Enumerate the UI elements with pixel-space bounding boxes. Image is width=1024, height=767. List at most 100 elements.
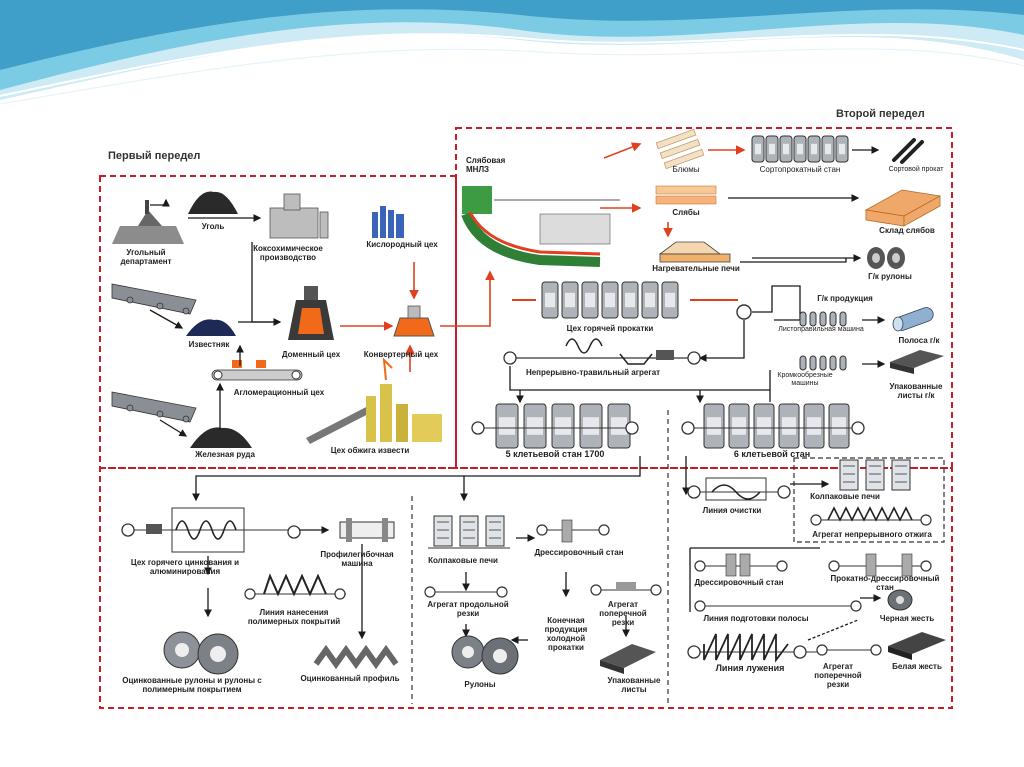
coils-icon [451,635,519,675]
label-edge-trim: Кромкообрезные машины [777,372,833,387]
roll-temper-icon [828,553,932,577]
bell-furnace [459,515,479,547]
mill-stand-window [797,143,803,155]
mill-stand-window [769,143,775,155]
label-tinning: Линия лужения [715,663,785,673]
header-waves [0,0,1024,105]
label-oxygen: Кислородный цех [366,240,438,249]
mill-stand-window [839,143,845,155]
label-bell1: Колпаковые печи [428,556,498,565]
label-temper1: Дрессировочный стан [534,548,624,557]
label-blast: Доменный цех [281,350,341,359]
mill-stand-window [707,417,721,435]
label-cont-anneal: Агрегат непрерывного отжига [812,530,932,539]
annealing-subframe [793,457,945,543]
label-cross-cut1: Агрегат поперечной резки [599,600,647,627]
label-section-product: Сортовой прокат [888,166,944,173]
limestone-pile-icon [186,319,236,336]
pickling-line-icon [503,338,701,365]
black-tin-icon [887,589,913,611]
mnlz-caster-icon [461,186,620,267]
cross-cut-1-icon [590,582,662,596]
leveling-machine-icon [799,311,847,327]
first-stage-title: Первый передел [108,150,201,162]
coal-pile-icon [188,191,238,214]
label-slitting: Агрегат продольной резки [427,600,509,618]
label-slabs: Слябы [672,208,700,217]
mill-stand-window [665,292,675,308]
mill-stand-window [645,292,655,308]
mill-stand [809,355,817,371]
mill-stand-window [625,292,635,308]
lime-kiln-icon [306,357,442,444]
bell-furnace [485,515,505,547]
label-hr-coils: Г/к рулоны [868,272,912,281]
mill-stand [829,311,837,327]
mill-stand [799,311,807,327]
section-frames [99,127,953,709]
mill-stand-window [583,417,599,435]
label-hot-rolling: Цех горячей прокатки [566,324,654,333]
section-product-icon [892,138,924,164]
label-galv: Цех горячего цинкования и алюминирования [130,558,240,576]
packed-hk-sheets-icon [890,350,944,374]
label-converter: Конвертерный цех [363,350,439,359]
label-strip-prep: Линия подготовки полосы [703,614,809,623]
bell-furnace [891,459,911,491]
second-stage-title: Второй передел [836,108,925,120]
mill5-icon [495,403,631,449]
label-galv-coils: Оцинкованные рулоны и рулоны с полимерны… [122,676,262,694]
bell-furnace-1-icon [433,515,505,547]
mill-stand [839,311,847,327]
bell-furnace [865,459,885,491]
galvanizing-line-icon [121,507,301,553]
mill-stand [799,355,807,371]
packed-sheets-icon [600,644,656,674]
mill-stand-window [565,292,575,308]
label-heat-furnace: Нагревательные печи [652,264,740,273]
section-mill-icon [751,135,849,163]
label-cleaning: Линия очистки [702,506,762,515]
label-polymer-line: Линия нанесения полимерных покрытий [247,608,341,626]
mill-stand [819,355,827,371]
agglomeration-icon [211,360,303,381]
railcar-ore-icon [111,391,197,423]
label-coal: Уголь [201,222,225,231]
label-final-cold: Конечная продукция холодной прокатки [544,616,588,652]
hr-coils-icon [867,247,905,269]
label-galv-profile: Оцинкованный профиль [300,674,400,683]
coke-plant-icon [269,193,329,239]
galvanized-coils-icon [163,631,239,675]
railcar-limestone-icon [111,283,197,315]
mill-stand-window [555,417,571,435]
mill-stand-window [545,292,555,308]
label-limestone: Известняк [188,340,230,349]
label-agglo: Агломерационный цех [233,388,325,397]
mill-stand-window [611,417,627,435]
mill-stand-window [499,417,515,435]
slabs-icon [655,185,717,205]
heating-furnace-icon [658,241,731,263]
label-pickling: Непрерывно-травильный агрегат [525,368,661,377]
label-mnlz: Слябовая МНЛЗ [466,156,506,174]
cross-cut-2-icon [816,644,882,656]
blast-furnace-icon [288,286,334,340]
temper-mill-1-icon [536,519,610,543]
mill-stand [809,311,817,327]
coiler-icon [736,304,752,320]
label-section-mill: Сортопрокатный стан [759,165,841,174]
mill-stand-window [585,292,595,308]
galvanized-profile-icon [313,644,399,670]
edge-trim-icon [799,355,847,371]
cleaning-line-icon [687,477,791,501]
label-white-tin: Белая жесть [892,662,942,671]
strip-prep-line-icon [694,600,862,612]
lower-frame [99,467,953,709]
polymer-line-icon [244,573,346,600]
mill-stand-window [825,143,831,155]
bell-furnace-2-icon [839,459,911,491]
label-packed-sheets: Упакованные листы [607,676,661,694]
label-lime: Цех обжига извести [330,446,410,455]
bell-furnace [433,515,453,547]
mill-stand-window [755,143,761,155]
